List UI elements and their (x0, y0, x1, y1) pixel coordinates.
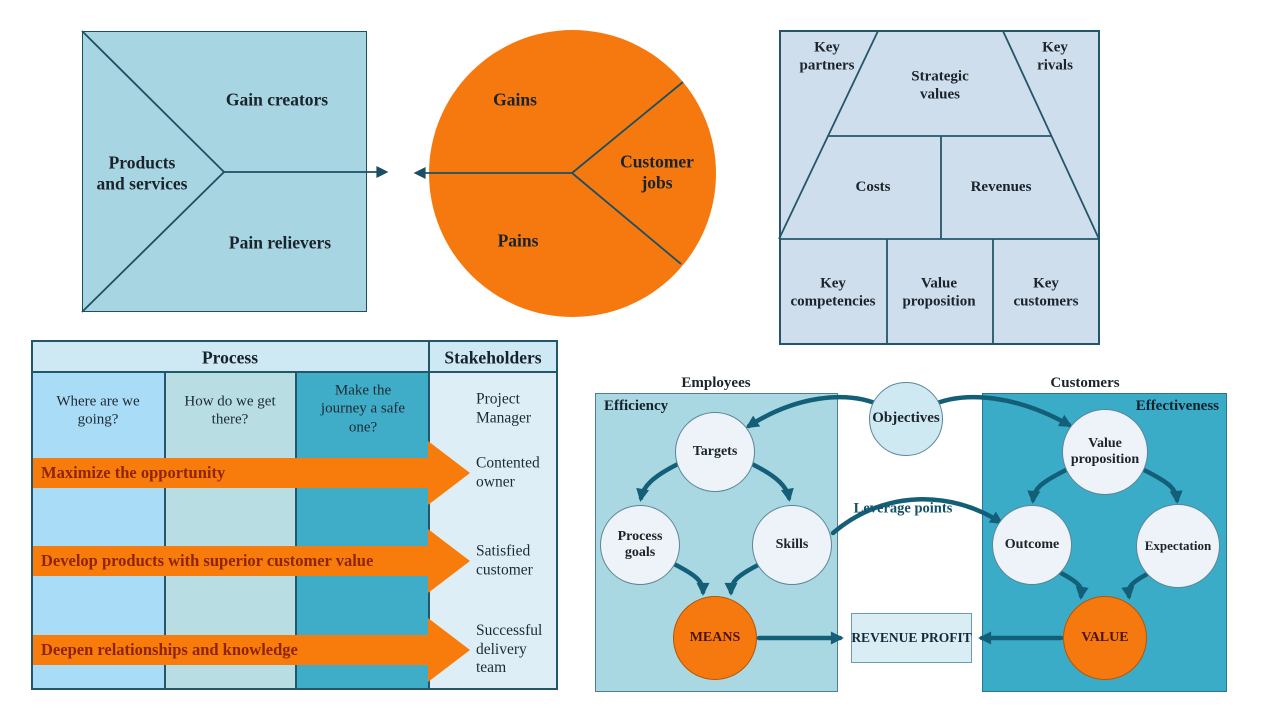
gains-label: Gains (493, 89, 537, 110)
effectiveness-label: Effectiveness (1135, 398, 1219, 414)
column-divider (164, 373, 166, 688)
key-competencies-label: Key competencies (790, 275, 876, 309)
value-proposition-node: Value proposition (1062, 409, 1148, 495)
column-divider (295, 373, 297, 688)
stakeholder-successful-delivery-team: Successful delivery team (476, 622, 543, 677)
efficiency-label: Efficiency (604, 398, 669, 414)
means-node: MEANS (673, 596, 757, 680)
process-arrow-maximize: Maximize the opportunity (33, 458, 428, 488)
question-how-do-we-get-there: How do we get there? (184, 393, 276, 428)
stakeholder-contented-owner: Contented owner (476, 454, 540, 490)
process-arrow-deepen: Deepen relationships and knowledge (33, 635, 428, 665)
targets-node: Targets (675, 412, 755, 492)
key-partners-label: Key partners (799, 39, 855, 73)
objectives-node: Objectives (869, 382, 943, 456)
process-arrow-develop: Develop products with superior customer … (33, 546, 428, 576)
expectation-node: Expectation (1136, 504, 1220, 588)
outcome-node: Outcome (992, 505, 1072, 585)
strategic-values-label: Strategic values (911, 68, 969, 102)
revenues-label: Revenues (970, 179, 1032, 196)
process-arrow-head (428, 529, 470, 593)
revenue-profit-box: REVENUE PROFIT (851, 613, 972, 663)
key-rivals-label: Key rivals (1037, 39, 1073, 73)
value-node: VALUE (1063, 596, 1147, 680)
process-arrow-head (428, 441, 470, 505)
stakeholders-header: Stakeholders (444, 347, 542, 368)
process-header: Process (201, 347, 259, 368)
customer-jobs-label: Customer jobs (620, 151, 694, 192)
process-stakeholders-table: Process Stakeholders Where are we going?… (31, 340, 558, 690)
process-goals-node: Process goals (600, 505, 680, 585)
employees-label: Employees (681, 375, 751, 392)
process-arrow-head (428, 618, 470, 682)
products-and-services-label: Products and services (96, 152, 188, 193)
skills-node: Skills (752, 505, 832, 585)
customers-label: Customers (1050, 375, 1120, 392)
question-make-journey-safe: Make the journey a safe one? (320, 382, 406, 436)
key-customers-label: Key customers (1013, 275, 1079, 309)
stakeholders-divider (428, 342, 430, 688)
stakeholder-satisfied-customer: Satisfied customer (476, 542, 533, 578)
pains-label: Pains (497, 230, 539, 251)
pain-relievers-label: Pain relievers (228, 232, 332, 253)
gain-creators-label: Gain creators (225, 89, 329, 110)
question-where-are-we-going: Where are we going? (56, 393, 140, 428)
costs-label: Costs (855, 179, 891, 196)
table-header-row (33, 342, 556, 373)
leverage-points-label: Leverage points (853, 500, 953, 517)
stakeholder-project-manager: Project Manager (476, 390, 532, 426)
value-proposition-cell-label: Value proposition (902, 275, 976, 309)
